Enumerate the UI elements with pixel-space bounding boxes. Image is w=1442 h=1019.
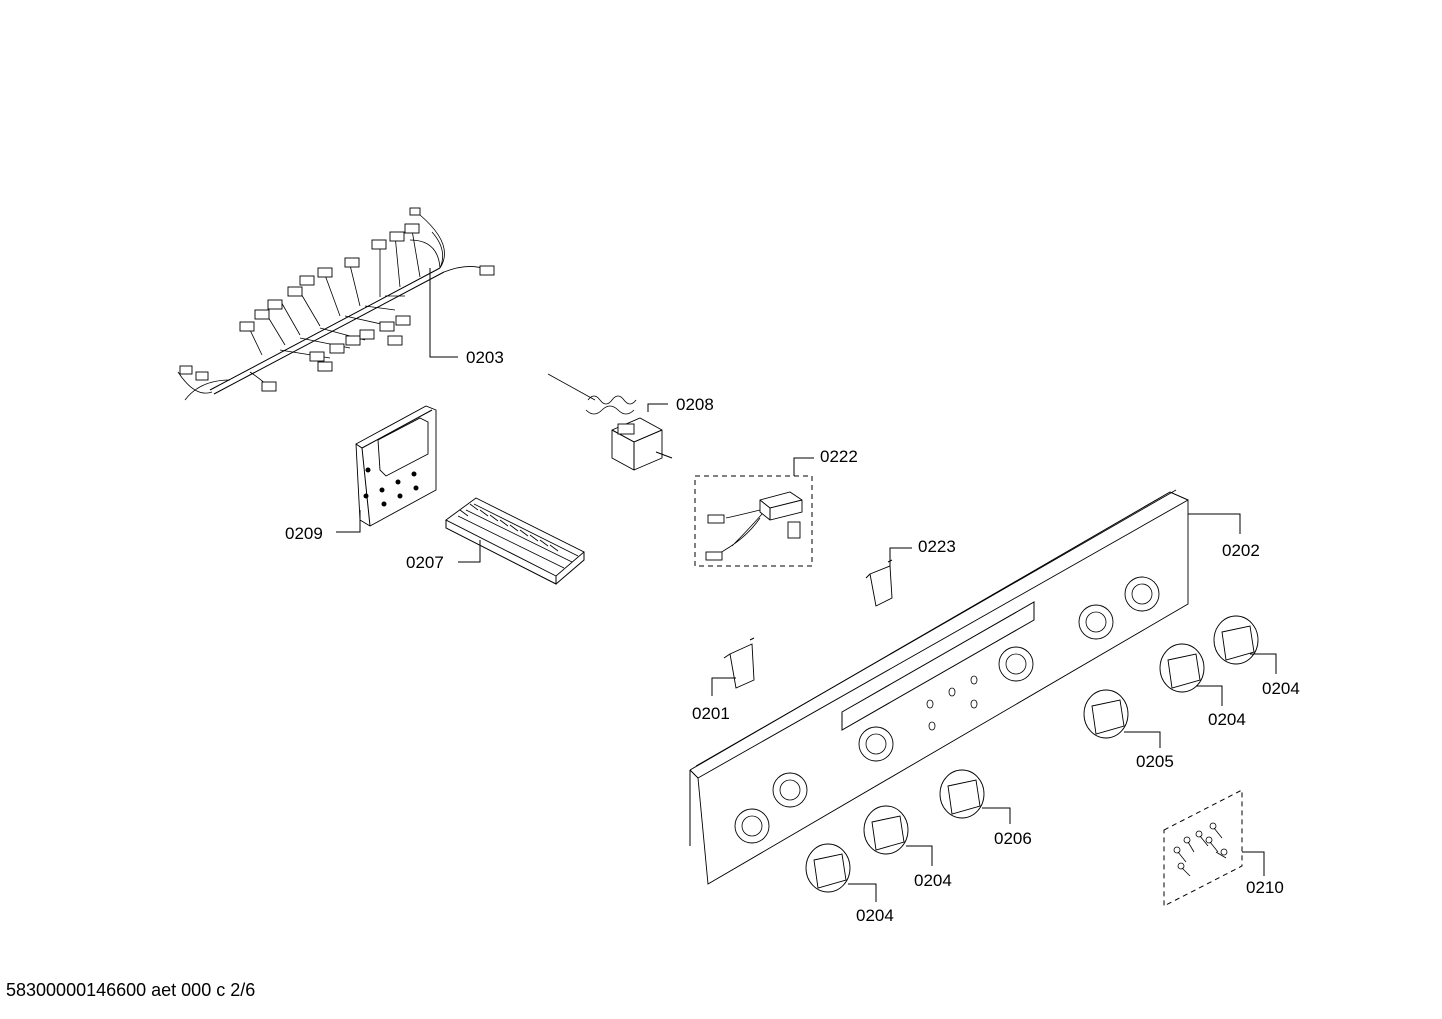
screw-set-part[interactable]	[1163, 789, 1265, 907]
part-label-0206: 0206	[994, 829, 1032, 848]
bracket-part-0201[interactable]	[711, 637, 755, 696]
knob-part-middle-bottom[interactable]	[863, 805, 933, 866]
control-panel-part[interactable]	[689, 489, 1241, 885]
part-label-0223: 0223	[918, 537, 956, 556]
part-label-0205: 0205	[1136, 752, 1174, 771]
part-label-0207: 0207	[406, 553, 444, 572]
knob-part-0205[interactable]	[1083, 689, 1161, 748]
knob-part-0206[interactable]	[939, 769, 1011, 824]
document-id: 58300000146600 aet 000 c 2/6	[6, 980, 256, 1000]
part-label-0203: 0203	[466, 348, 504, 367]
control-board-part[interactable]	[336, 405, 437, 533]
part-label-0210: 0210	[1246, 878, 1284, 897]
part-label-0202: 0202	[1222, 541, 1260, 560]
part-label-0204-b: 0204	[1208, 710, 1246, 729]
thermostat-part[interactable]	[547, 373, 673, 471]
switch-part[interactable]	[694, 457, 814, 567]
part-label-0204-a: 0204	[1262, 679, 1300, 698]
part-label-0222: 0222	[820, 447, 858, 466]
knob-part-right-middle[interactable]	[1159, 643, 1223, 706]
knob-part-left-bottom[interactable]	[805, 843, 877, 902]
part-label-0201: 0201	[692, 704, 730, 723]
part-label-0209: 0209	[285, 524, 323, 543]
part-label-0204-d: 0204	[856, 906, 894, 925]
part-label-0208: 0208	[676, 395, 714, 414]
knob-part-right-top[interactable]	[1213, 615, 1277, 674]
terminal-strip-part[interactable]	[445, 497, 585, 585]
bracket-part-0223[interactable]	[865, 547, 912, 607]
part-label-0204-c: 0204	[914, 871, 952, 890]
wiring-harness-part[interactable]	[177, 207, 495, 401]
